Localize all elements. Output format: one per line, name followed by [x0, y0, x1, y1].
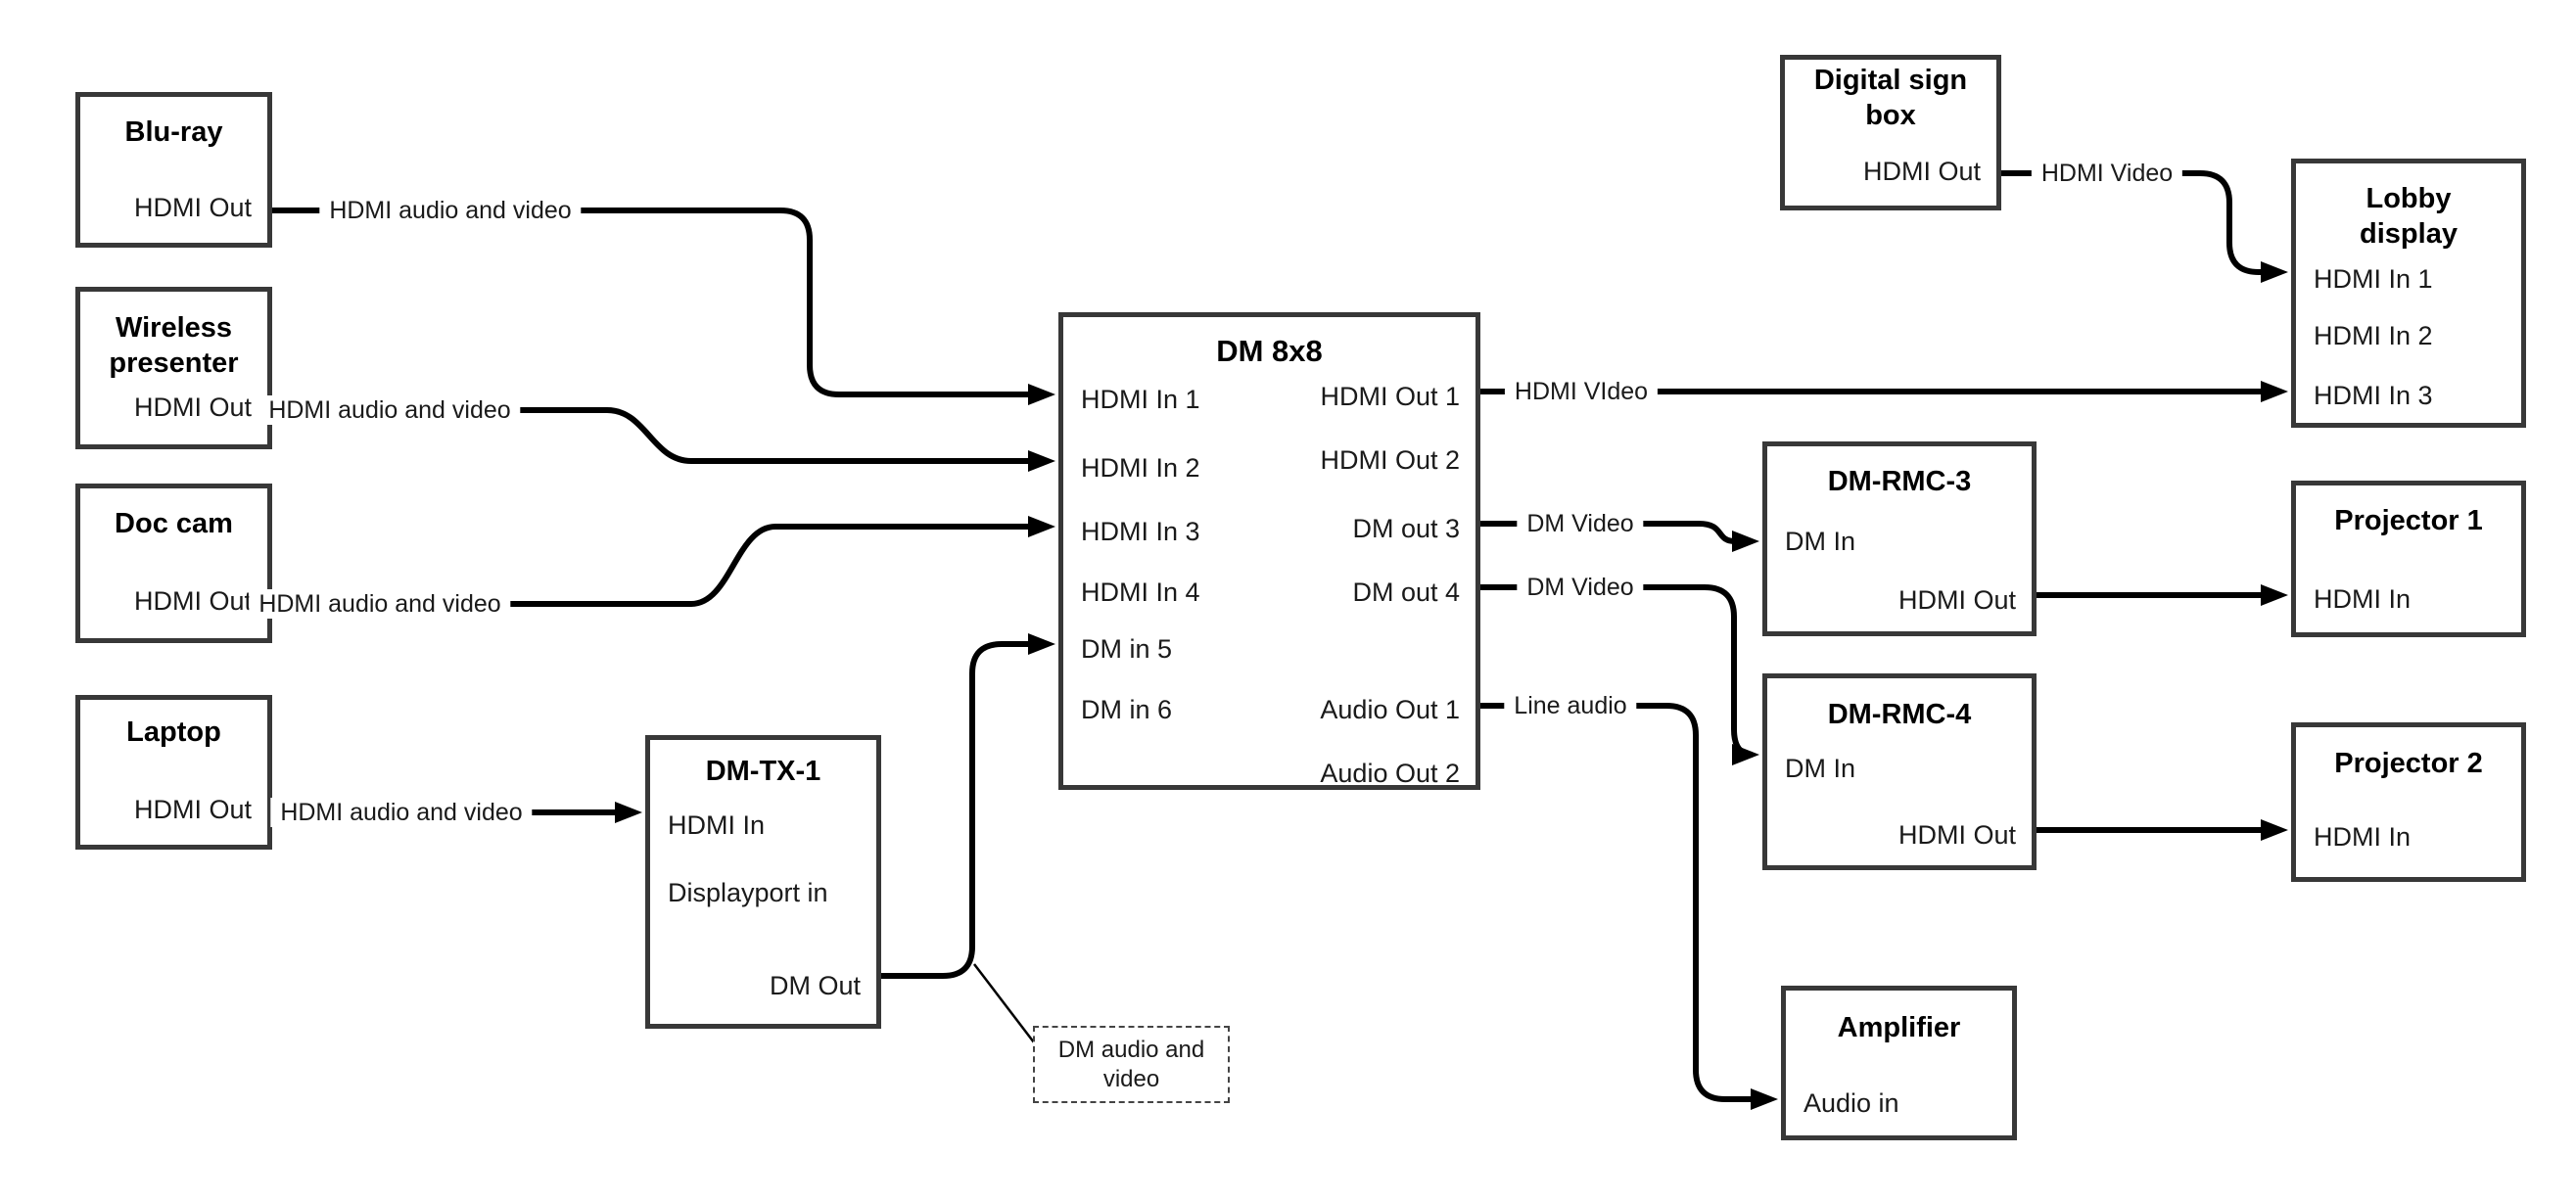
digitalsign-title: Digital sign box: [1813, 65, 1968, 131]
node-doccam-title: Doc cam: [115, 508, 233, 539]
dmrmc4-port-hdmi-out: HDMI Out: [1897, 820, 2016, 850]
node-dm-tx-1: DM-TX-1 HDMI In Displayport in DM Out: [645, 735, 881, 1029]
node-laptop: Laptop HDMI Out: [75, 695, 272, 850]
lobby-port-hdmi-in-1: HDMI In 1: [2314, 264, 2433, 294]
dmrmc3-port-hdmi-out: HDMI Out: [1897, 585, 2016, 615]
node-laptop-title: Laptop: [126, 716, 221, 748]
lobby-port-hdmi-in-2: HDMI In 2: [2314, 321, 2433, 350]
wireless-port-hdmi-out: HDMI Out: [133, 393, 252, 422]
arrowhead-dmrmc4-dm-in: [1732, 744, 1759, 765]
lobby-port-hdmi-in-3: HDMI In 3: [2314, 381, 2433, 410]
doccam-port-hdmi-out: HDMI Out: [133, 586, 252, 616]
dmtx1-port-displayport-in: Displayport in: [668, 878, 828, 907]
dmtx1-title: DM-TX-1: [705, 756, 821, 787]
digitalsign-port-hdmi-out: HDMI Out: [1862, 157, 1981, 186]
annotation-dm-audio-video: DM audio and video: [1033, 1026, 1230, 1103]
arrowhead-hdmi-in-3: [1028, 516, 1055, 537]
node-lobby-display: Lobby display HDMI In 1 HDMI In 2 HDMI I…: [2291, 159, 2526, 428]
proj1-port-hdmi-in: HDMI In: [2314, 584, 2412, 614]
annotation-leader-line: [973, 963, 1035, 1043]
dm8x8-port-hdmi-in-4: HDMI In 4: [1081, 577, 1200, 607]
dmrmc3-port-dm-in: DM In: [1785, 527, 1856, 556]
dmrmc3-title: DM-RMC-3: [1827, 466, 1972, 497]
arrowhead-lobby-hdmi-in-1: [2261, 261, 2288, 283]
edge-dm8x8out4-to-dmrmc4: [1480, 584, 1754, 758]
edge-bluray-to-dm8x8: [271, 208, 1030, 397]
arrowhead-lobby-hdmi-in-3: [2261, 381, 2288, 402]
arrowhead-dmtx1-hdmi-in: [615, 802, 642, 823]
arrowhead-amplifier-audio-in: [1751, 1088, 1778, 1110]
dm8x8-port-hdmi-out-1: HDMI Out 1: [1320, 382, 1460, 411]
bluray-port-hdmi-out: HDMI Out: [133, 193, 252, 222]
edge-wireless-to-dm8x8: [271, 407, 1030, 464]
dm8x8-port-dm-out-3: DM out 3: [1352, 514, 1460, 543]
arrowhead-hdmi-in-1: [1028, 384, 1055, 405]
dm8x8-port-hdmi-in-3: HDMI In 3: [1081, 517, 1200, 546]
edge-dm8x8audio1-to-amplifier: [1480, 703, 1753, 1102]
node-dm-8x8: DM 8x8 HDMI In 1 HDMI In 2 HDMI In 3 HDM…: [1058, 312, 1480, 790]
laptop-port-hdmi-out: HDMI Out: [133, 795, 252, 824]
node-bluray-title: Blu-ray: [124, 116, 223, 148]
proj2-title: Projector 2: [2334, 748, 2483, 779]
annotation-text: DM audio and video: [1057, 1036, 1205, 1092]
edge-label-bluray: HDMI audio and video: [319, 196, 582, 225]
dm8x8-port-audio-out-1: Audio Out 1: [1320, 695, 1460, 724]
node-projector-1: Projector 1 HDMI In: [2291, 481, 2526, 637]
proj2-port-hdmi-in: HDMI In: [2314, 822, 2412, 852]
edge-label-wireless: HDMI audio and video: [258, 395, 521, 425]
edge-label-line-audio: Line audio: [1504, 691, 1637, 720]
dm8x8-port-audio-out-2: Audio Out 2: [1320, 759, 1460, 788]
edge-label-laptop: HDMI audio and video: [270, 798, 533, 827]
dmtx1-port-hdmi-in: HDMI In: [668, 810, 766, 840]
node-wireless-presenter: Wireless presenter HDMI Out: [75, 287, 272, 449]
dm8x8-port-dm-in-6: DM in 6: [1081, 695, 1173, 724]
edge-label-hdmi-video-sign: HDMI Video: [2031, 159, 2183, 188]
dmrmc4-title: DM-RMC-4: [1827, 699, 1972, 730]
dm8x8-port-hdmi-out-2: HDMI Out 2: [1320, 445, 1460, 475]
edge-label-doccam: HDMI audio and video: [249, 589, 511, 619]
node-amplifier: Amplifier Audio in: [1781, 986, 2017, 1140]
proj1-title: Projector 1: [2334, 505, 2483, 536]
node-wireless-title: Wireless presenter: [109, 312, 239, 379]
dm8x8-title: DM 8x8: [1216, 334, 1323, 368]
arrowhead-proj1-hdmi-in: [2261, 584, 2288, 606]
edge-dmtx1-to-dm8x8: [880, 641, 1030, 979]
dmtx1-port-dm-out: DM Out: [769, 971, 861, 1000]
node-dm-rmc-4: DM-RMC-4 DM In HDMI Out: [1762, 673, 2037, 870]
edge-label-hdmi-video-out1: HDMI VIdeo: [1504, 377, 1659, 406]
arrowhead-dmrmc3-dm-in: [1732, 531, 1759, 552]
dm8x8-port-dm-in-5: DM in 5: [1081, 634, 1173, 664]
node-doc-cam: Doc cam HDMI Out: [75, 484, 272, 643]
arrowhead-hdmi-in-2: [1028, 450, 1055, 472]
amplifier-title: Amplifier: [1837, 1012, 1961, 1043]
dm8x8-port-hdmi-in-1: HDMI In 1: [1081, 385, 1200, 414]
dm8x8-port-dm-out-4: DM out 4: [1352, 577, 1460, 607]
node-digital-sign-box: Digital sign box HDMI Out: [1780, 55, 2001, 210]
node-bluray: Blu-ray HDMI Out: [75, 92, 272, 248]
edge-doccam-to-dm8x8: [271, 524, 1030, 607]
edge-label-dm-video-out4: DM Video: [1517, 573, 1644, 602]
arrowhead-proj2-hdmi-in: [2261, 819, 2288, 841]
node-projector-2: Projector 2 HDMI In: [2291, 722, 2526, 882]
dmrmc4-port-dm-in: DM In: [1785, 754, 1856, 783]
edge-label-dm-video-out3: DM Video: [1517, 509, 1644, 538]
node-dm-rmc-3: DM-RMC-3 DM In HDMI Out: [1762, 441, 2037, 636]
edge-digitalsign-to-lobby: [2001, 170, 2262, 275]
amplifier-port-audio-in: Audio in: [1803, 1088, 1899, 1118]
lobby-title: Lobby display: [2360, 183, 2458, 250]
edge-dm8x8out3-to-dmrmc3: [1480, 521, 1736, 544]
arrowhead-dm-in-5: [1028, 633, 1055, 655]
dm8x8-port-hdmi-in-2: HDMI In 2: [1081, 453, 1200, 483]
